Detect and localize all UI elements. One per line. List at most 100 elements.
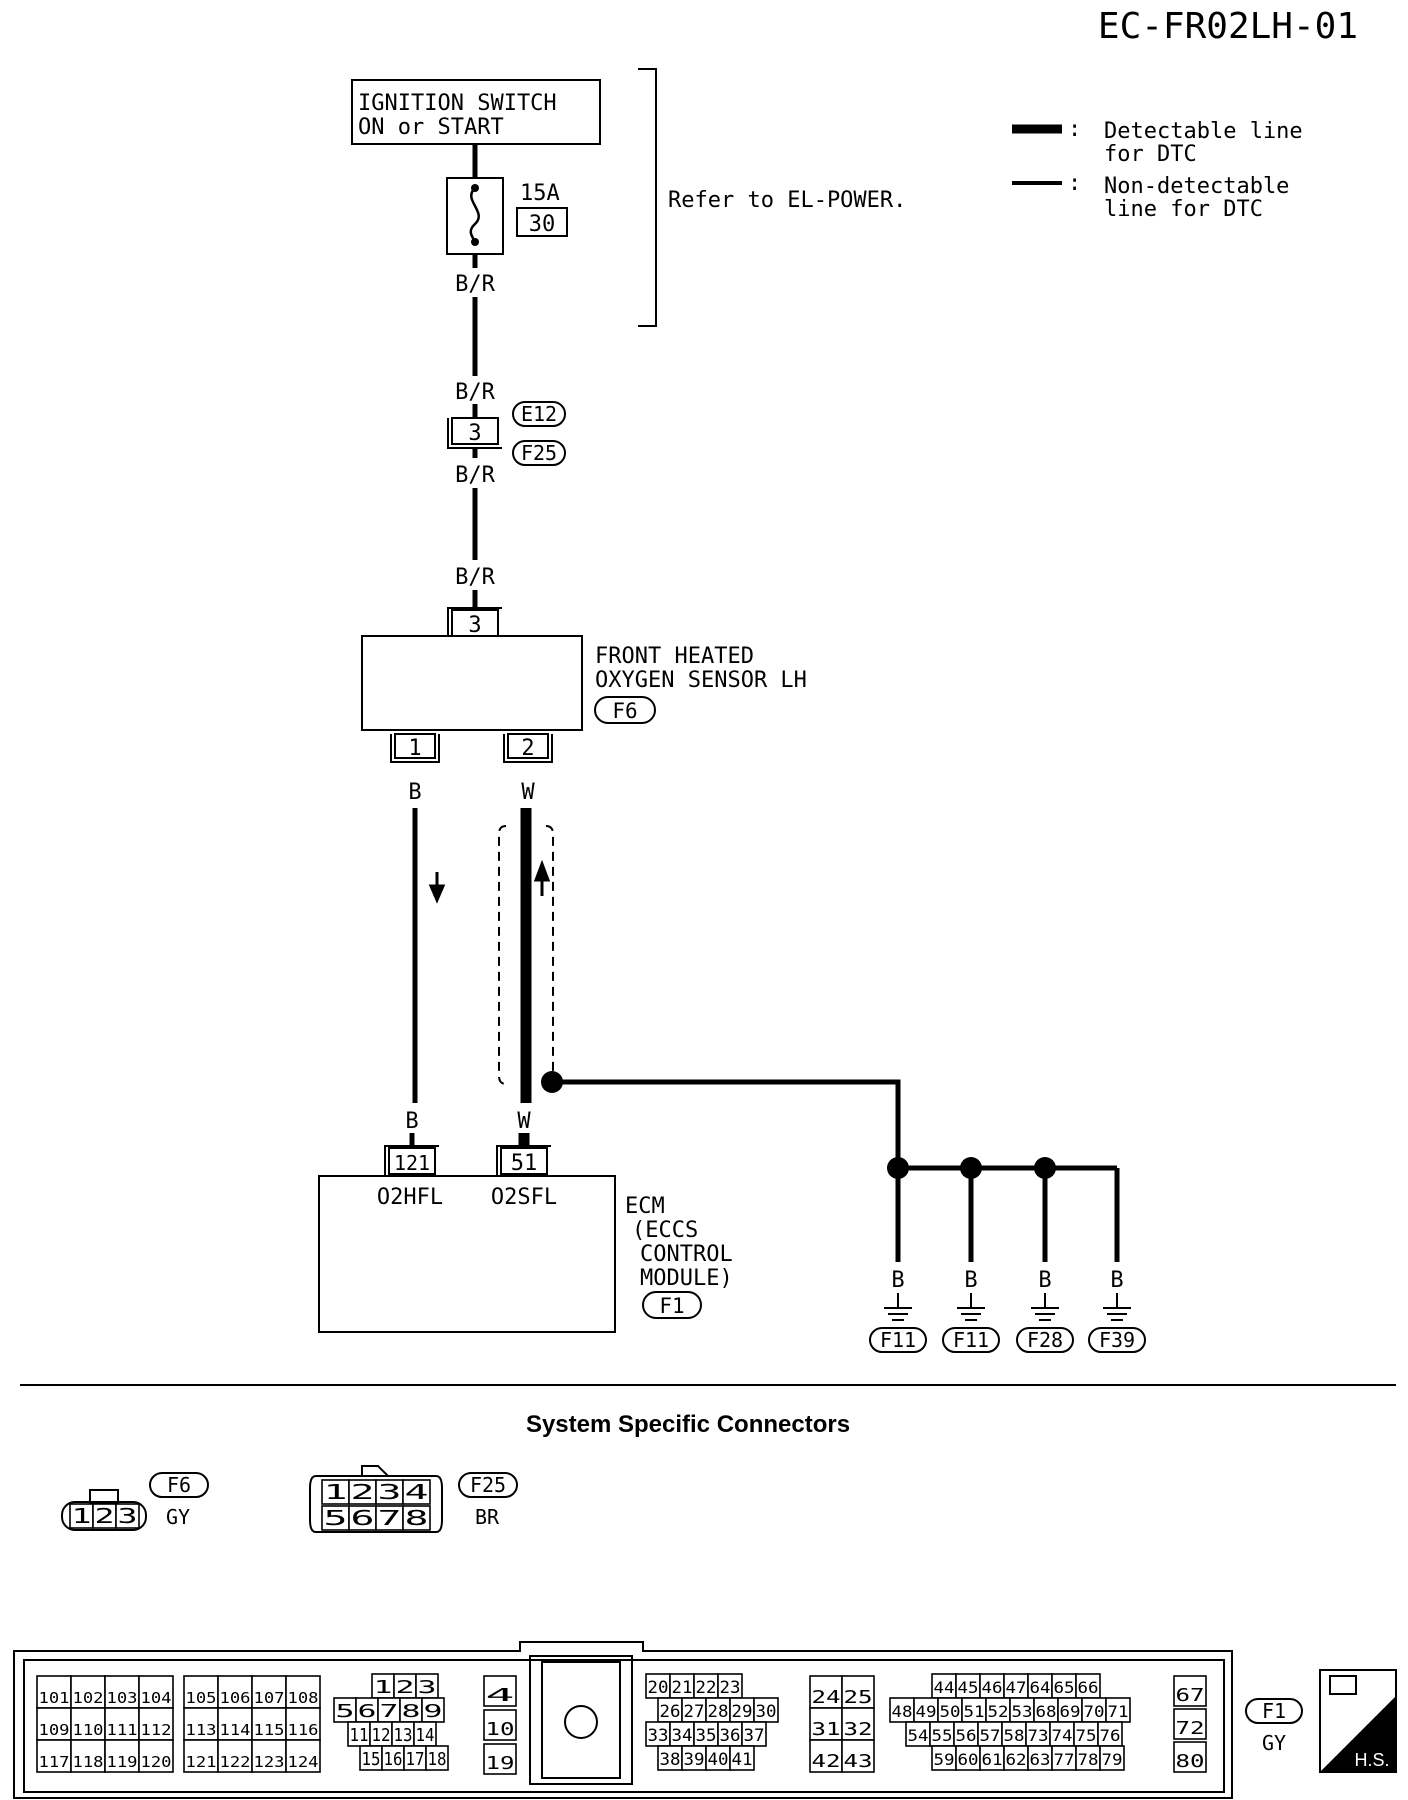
connector-icon (1329, 1675, 1357, 1695)
wire-label-b-2: B (405, 1109, 418, 1134)
connector-e12-pin: 3 (468, 421, 481, 446)
svg-text:2: 2 (95, 1504, 115, 1528)
svg-text:4: 4 (405, 1480, 429, 1504)
svg-text:52: 52 (988, 1702, 1009, 1721)
ecm-pin: 43 (841, 1739, 875, 1773)
ecm-pin: 112 (138, 1707, 174, 1741)
ecm-pin: 26 (657, 1697, 683, 1723)
ecm-pin: 57 (977, 1721, 1003, 1747)
ecm-pin: 39 (681, 1745, 707, 1771)
wire-label-b-1: B (408, 780, 421, 805)
svg-text:34: 34 (672, 1726, 693, 1746)
ecm-pin: 103 (104, 1675, 140, 1709)
ecm-pin: 47 (1003, 1673, 1029, 1699)
ecm-pin: 121 (183, 1739, 219, 1773)
page-id: EC-FR02LH-01 (1098, 6, 1358, 47)
ecm-pin: 79 (1099, 1745, 1125, 1771)
ecm-pin: 51 (961, 1697, 987, 1723)
sensor-label-2: OXYGEN SENSOR LH (595, 668, 807, 693)
svg-text:39: 39 (684, 1750, 705, 1770)
ecm: 121 51 O2HFL O2SFL ECM (ECCS CONTROL MOD… (318, 1145, 733, 1333)
svg-text:18: 18 (428, 1749, 447, 1770)
sensor-label-1: FRONT HEATED (595, 644, 754, 669)
wire-label-br-2: B/R (455, 380, 495, 405)
svg-text:114: 114 (220, 1721, 251, 1739)
svg-text:19: 19 (486, 1753, 515, 1774)
svg-text:3: 3 (118, 1504, 138, 1528)
ecm-pin: 9 (421, 1697, 445, 1723)
svg-text:113: 113 (186, 1721, 217, 1739)
ecm-pin: 24 (809, 1675, 843, 1709)
svg-text:26: 26 (660, 1702, 681, 1722)
ecm-pin: 4 (483, 1675, 517, 1707)
legend-thin-label-2: line for DTC (1104, 197, 1263, 222)
ground-3-wire: B (1038, 1268, 1051, 1293)
ecm-pin: 73 (1025, 1721, 1051, 1747)
sensor-pin-1: 1 (408, 736, 421, 761)
svg-text:22: 22 (696, 1678, 717, 1698)
ecm-pin: 107 (251, 1675, 287, 1709)
arrow-up-icon (533, 859, 551, 896)
connector-e12-f25: 3 E12 F25 (447, 401, 566, 466)
svg-text:109: 109 (39, 1721, 70, 1739)
conn-f25-pin: 8 (402, 1505, 431, 1531)
svg-text:36: 36 (720, 1726, 741, 1746)
ecm-label-4: MODULE) (640, 1266, 733, 1291)
legend-thick-label-2: for DTC (1104, 142, 1197, 167)
svg-text:11: 11 (350, 1725, 369, 1746)
ecm-connector-latch (564, 1705, 598, 1739)
fuse: 15A 30 (446, 144, 568, 255)
ecm-pin: 19 (483, 1743, 517, 1775)
ecm-pin: 113 (183, 1707, 219, 1741)
svg-text:17: 17 (406, 1749, 425, 1770)
svg-text:55: 55 (932, 1726, 953, 1745)
ecm-pin: 111 (104, 1707, 140, 1741)
ecm-pin: 118 (70, 1739, 106, 1773)
ecm-pin: 56 (953, 1721, 979, 1747)
ecm-pin: 115 (251, 1707, 287, 1741)
conn-f6-color: GY (166, 1505, 190, 1529)
svg-text:13: 13 (394, 1725, 413, 1746)
ecm-pin: 40 (705, 1745, 731, 1771)
svg-text:124: 124 (288, 1753, 319, 1771)
svg-text:56: 56 (956, 1726, 977, 1745)
ecm-pin: 17 (403, 1745, 427, 1771)
svg-text:72: 72 (1176, 1718, 1205, 1739)
ecm-pin: 42 (809, 1739, 843, 1773)
wire-label-w-1: W (521, 780, 535, 805)
ecm-pin: 72 (1173, 1708, 1207, 1740)
ecm-pin: 110 (70, 1707, 106, 1741)
svg-text:8: 8 (405, 1506, 429, 1530)
ground-2-tag: F11 (953, 1328, 989, 1352)
svg-text:7: 7 (378, 1506, 402, 1530)
svg-text:43: 43 (844, 1751, 873, 1772)
ecm-pin: 45 (955, 1673, 981, 1699)
ecm-pin: 117 (36, 1739, 72, 1773)
sensor-tag: F6 (612, 699, 637, 723)
svg-text:115: 115 (254, 1721, 285, 1739)
svg-text:106: 106 (220, 1689, 251, 1707)
ecm-pin: 44 (931, 1673, 957, 1699)
ecm-pin: 14 (413, 1721, 437, 1747)
ecm-pin: 60 (955, 1745, 981, 1771)
ecm-pin: 67 (1173, 1675, 1207, 1707)
svg-text:73: 73 (1028, 1726, 1049, 1745)
ecm-term-o2hfl: O2HFL (377, 1185, 443, 1210)
ground-3-tag: F28 (1027, 1328, 1063, 1352)
svg-text:102: 102 (73, 1689, 104, 1707)
ecm-pin: 12 (369, 1721, 393, 1747)
conn-f6-pin: 2 (92, 1503, 117, 1529)
ground-4-wire: B (1110, 1268, 1123, 1293)
conn-f25-pin: 5 (321, 1505, 350, 1531)
ecm-pin: 20 (645, 1673, 671, 1699)
svg-text:75: 75 (1076, 1726, 1097, 1745)
ecm-pin: 10 (483, 1709, 517, 1741)
refer-bracket (638, 68, 657, 327)
svg-text:63: 63 (1030, 1750, 1051, 1769)
conn-f25-tag: F25 (470, 1473, 506, 1497)
ecm-pin: 65 (1051, 1673, 1077, 1699)
tag-e12: E12 (521, 402, 557, 426)
svg-text:45: 45 (958, 1678, 979, 1697)
svg-text:101: 101 (39, 1689, 70, 1707)
